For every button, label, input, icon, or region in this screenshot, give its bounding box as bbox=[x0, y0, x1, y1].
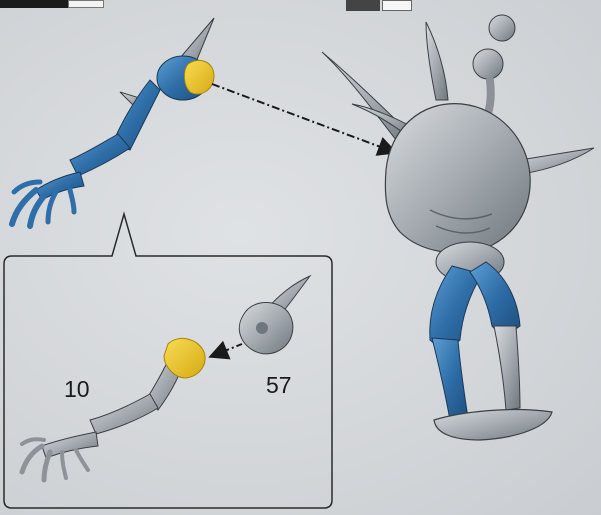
shin-right bbox=[494, 326, 520, 410]
demon-body-part bbox=[322, 15, 594, 440]
skull-mid bbox=[473, 49, 503, 79]
claw-4 bbox=[70, 190, 74, 212]
shin-left bbox=[432, 338, 468, 420]
part-number-10: 10 bbox=[64, 376, 90, 403]
grey-claw-3 bbox=[62, 452, 66, 478]
demon-torso bbox=[385, 104, 530, 253]
horn-right bbox=[520, 148, 594, 174]
blue-arm-part bbox=[12, 18, 214, 226]
grey-claw-4 bbox=[76, 450, 88, 470]
part-number-57: 57 bbox=[266, 372, 292, 399]
shoulder-pad-part bbox=[239, 276, 310, 354]
glue-area-top bbox=[184, 60, 214, 94]
shoulder-pad-socket bbox=[256, 322, 268, 334]
callout-box bbox=[4, 214, 332, 508]
claw-2 bbox=[30, 196, 44, 226]
grey-arm-forearm bbox=[90, 394, 158, 434]
callout-leader-arrow bbox=[212, 344, 242, 356]
grey-arm-part bbox=[22, 338, 205, 480]
grey-claw-1 bbox=[22, 446, 42, 472]
leg-right bbox=[470, 262, 520, 332]
arm-forearm bbox=[70, 134, 130, 176]
horn-upper bbox=[426, 22, 448, 100]
skull-top bbox=[489, 15, 515, 41]
arm-spike-top bbox=[180, 18, 214, 62]
grey-claw-5 bbox=[22, 439, 44, 444]
